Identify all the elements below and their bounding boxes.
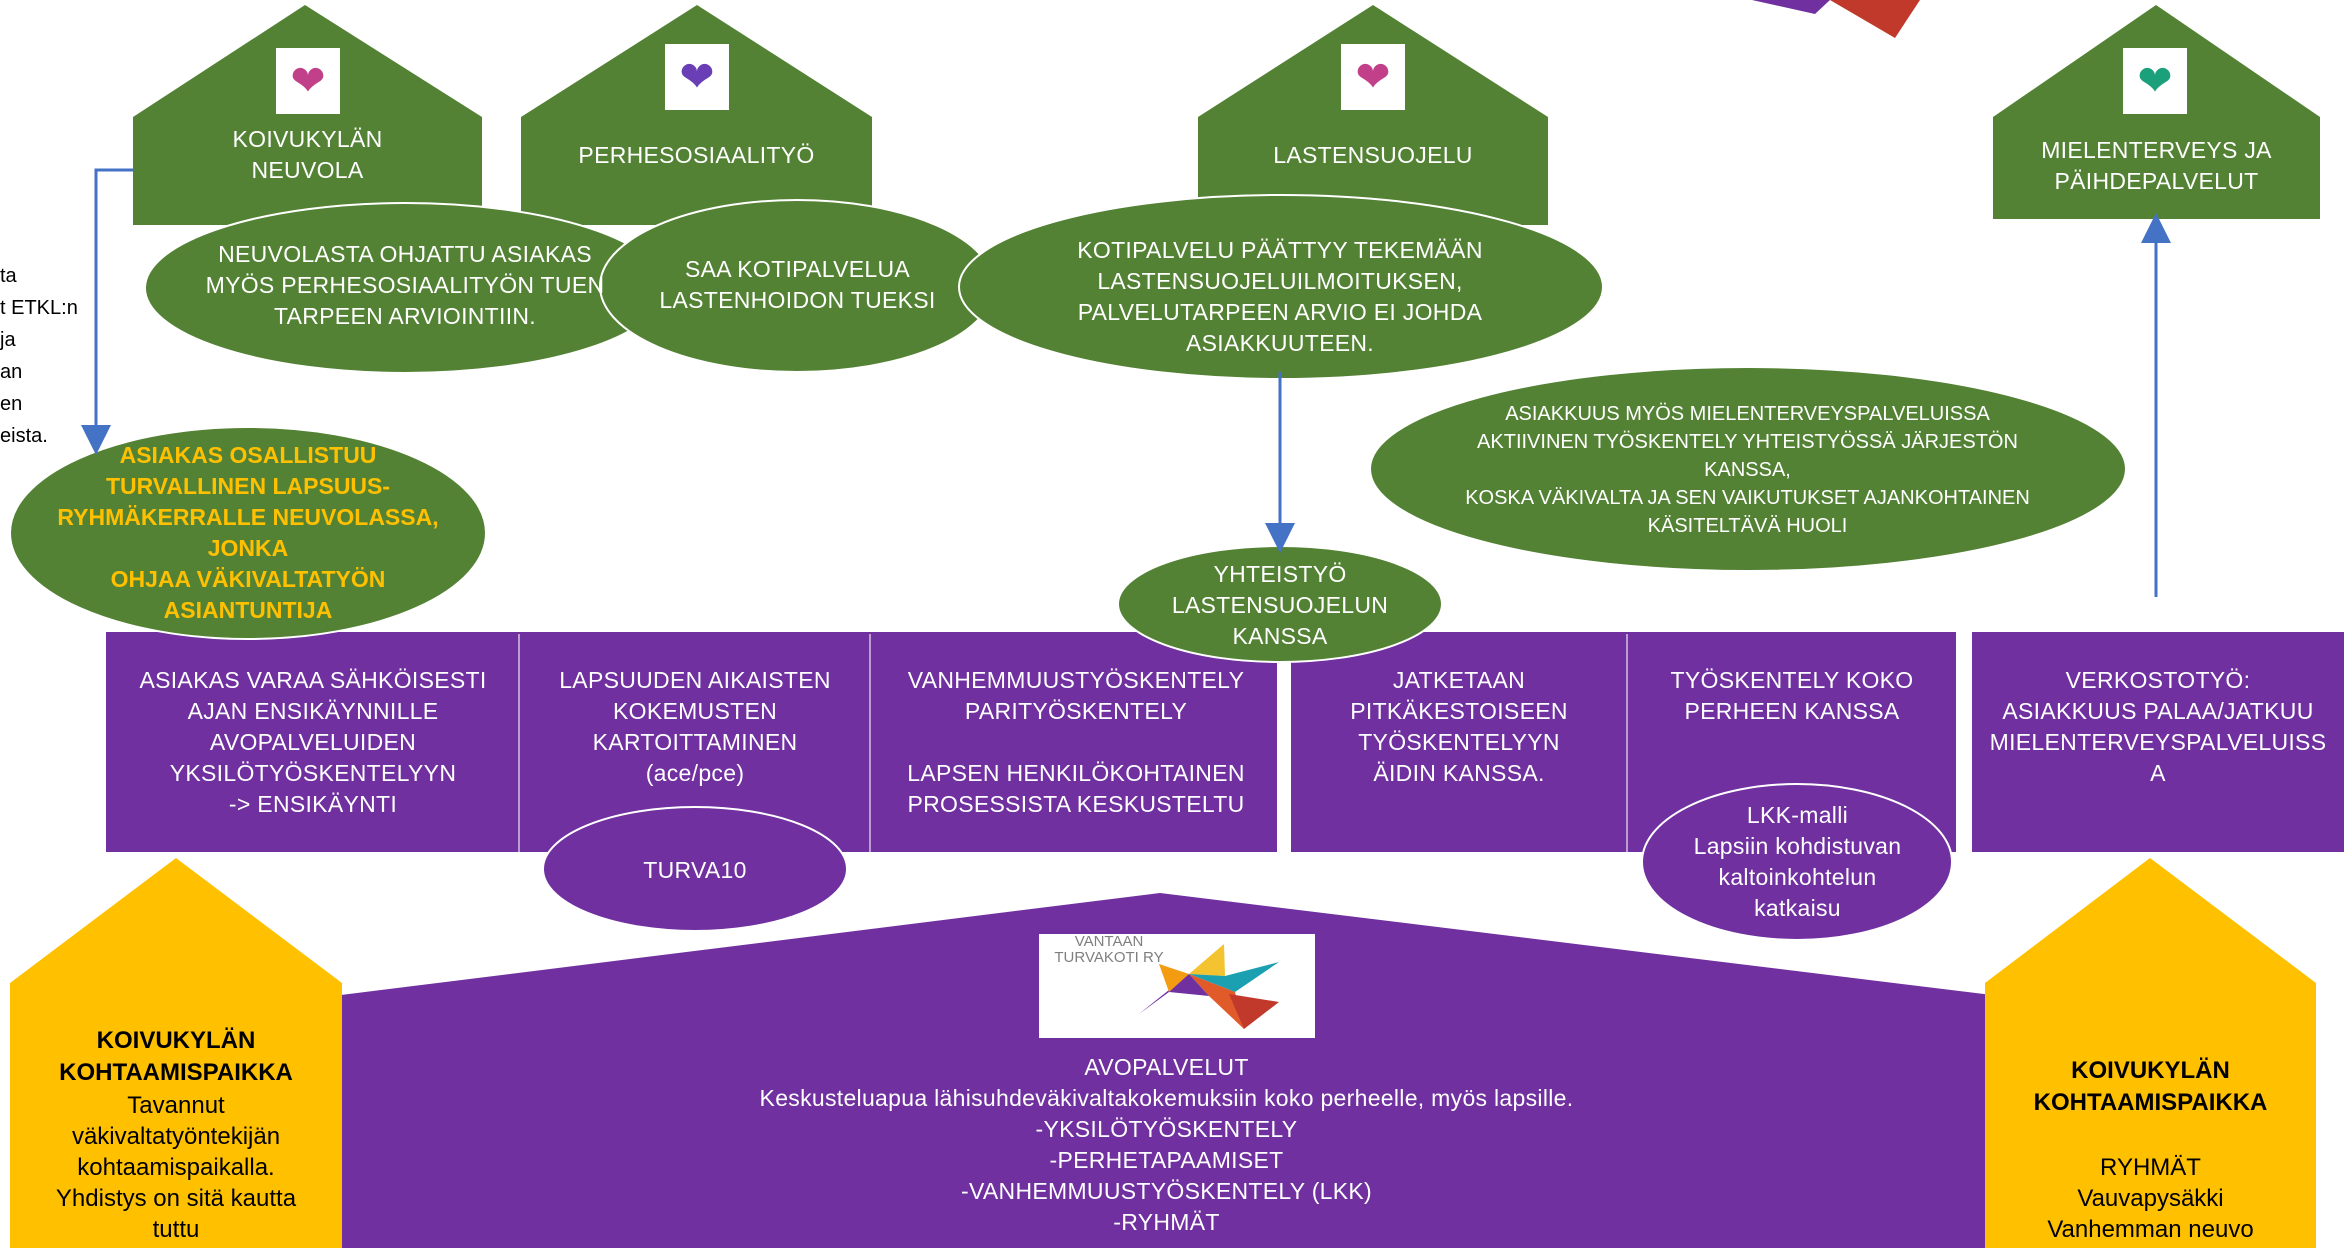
yellow-house-left-shape [10, 858, 342, 1248]
partial-logo-red [1830, 0, 1920, 38]
heart-logo-icon: ❤ [665, 44, 729, 110]
side-note-line: ja [0, 329, 16, 351]
logo-text: VANTAAN TURVAKOTI RY [1054, 933, 1164, 966]
side-note-line: ta [0, 265, 17, 287]
avopalvelut-line: Keskusteluapua lähisuhdeväkivaltakokemuk… [759, 1085, 1574, 1111]
step-text: JATKETAAN PITKÄKESTOISEEN TYÖSKENTELYYN … [1350, 667, 1568, 786]
yellow-house-right-shape [1985, 858, 2316, 1248]
cropped-side-note: ta t ETKL:n ja an en eista. [0, 260, 90, 452]
avopalvelut-text: AVOPALVELUT Keskusteluapua lähisuhdeväki… [341, 1052, 1992, 1238]
house-mielenterveys-label: MIELENTERVEYS JA PÄIHDEPALVELUT [2041, 137, 2272, 194]
avopalvelut-line: -YKSILÖTYÖSKENTELY [1035, 1116, 1298, 1142]
step-text: VERKOSTOTYÖ: ASIAKKUUS PALAA/JATKUU MIEL… [1989, 667, 2327, 786]
house-lastensuojelu-shape [1198, 5, 1548, 225]
yellow-right-body: RYHMÄT Vauvapysäkki Vanhemman neuvo [2047, 1154, 2254, 1243]
oval-kotipalvelu-text: SAA KOTIPALVELUA LASTENHOIDON TUEKSI [659, 256, 936, 313]
avopalvelut-title: AVOPALVELUT [1084, 1054, 1249, 1080]
verkostotyo-box [1972, 632, 2344, 852]
steps-bar [106, 632, 1956, 852]
step-text: TYÖSKENTELY KOKO PERHEEN KANSSA [1670, 667, 1914, 724]
avopalvelut-line: -PERHETAPAAMISET [1049, 1147, 1284, 1173]
heart-logo-icon: ❤ [2123, 48, 2187, 114]
oval-lkk-shape [1641, 783, 1953, 941]
step-text: LAPSUUDEN AIKAISTEN KOKEMUSTEN KARTOITTA… [559, 667, 831, 786]
house-neuvola-label: KOIVUKYLÄN NEUVOLA [232, 126, 383, 183]
oval-turva10-text: TURVA10 [643, 856, 747, 883]
side-note-line: t ETKL:n [0, 297, 78, 319]
side-note-line: an [0, 361, 23, 383]
avopalvelut-line: -VANHEMMUUSTYÖSKENTELY (LKK) [961, 1178, 1372, 1204]
avopalvelut-line: -RYHMÄT [1113, 1209, 1220, 1235]
oval-yhteistyo-text: YHTEISTYÖ LASTENSUOJELUN KANSSA [1171, 560, 1389, 649]
oval-lkk-text: LKK-malli Lapsiin kohdistuvan kaltoinkoh… [1693, 802, 1902, 921]
oval-neuvolasta-text: NEUVOLASTA OHJATTU ASIAKAS MYÖS PERHESOS… [205, 240, 605, 329]
house-neuvola-shape [133, 5, 482, 225]
arrow-neuvola-to-group [81, 168, 133, 455]
house-perhesosiaalityo-label: PERHESOSIAALITYÖ [578, 141, 815, 168]
side-note-line: eista. [0, 425, 48, 447]
oval-asiakkuus-shape [1369, 366, 2127, 572]
yellow-left-body: Tavannut väkivaltatyöntekijän kohtaamisp… [55, 1092, 297, 1243]
house-lastensuojelu-label: LASTENSUOJELU [1273, 141, 1473, 168]
step-text: ASIAKAS VARAA SÄHKÖISESTI AJAN ENSIKÄYNN… [139, 667, 487, 817]
heart-logo-icon: ❤ [1341, 44, 1405, 110]
heart-logo-icon: ❤ [276, 48, 340, 114]
yellow-left-title: KOIVUKYLÄN KOHTAAMISPAIKKA [59, 1027, 293, 1086]
side-note-line: en [0, 393, 23, 415]
house-perhesosiaalityo-shape [521, 5, 872, 225]
oval-turva10-shape [542, 806, 848, 932]
oval-osallistuu-text: ASIAKAS OSALLISTUU TURVALLINEN LAPSUUS- … [57, 442, 439, 623]
oval-asiakkuus-text: ASIAKKUUS MYÖS MIELENTERVEYSPALVELUISSA … [1465, 402, 2030, 537]
step-text: VANHEMMUUSTYÖSKENTELY PARITYÖSKENTELY LA… [907, 667, 1245, 817]
partial-logo-purple [1752, 0, 1830, 14]
oval-osallistuu-shape [9, 426, 487, 640]
pinwheel-icon [1139, 944, 1279, 1029]
vantaan-turvakoti-logo: VANTAAN TURVAKOTI RY [1039, 934, 1315, 1038]
yellow-right-title: KOIVUKYLÄN KOHTAAMISPAIKKA [2033, 1057, 2268, 1116]
oval-paattyy-text: KOTIPALVELU PÄÄTTYY TEKEMÄÄN LASTENSUOJE… [1077, 237, 1483, 356]
